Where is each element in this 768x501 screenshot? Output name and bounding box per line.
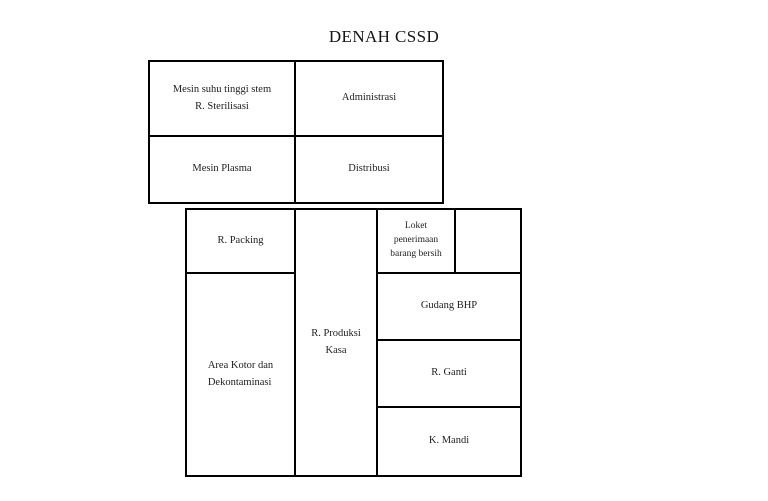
room-label-administrasi: Administrasi — [341, 92, 397, 104]
room-k-mandi: K. Mandi — [376, 406, 522, 477]
room-label-r-produksi-kasa: R. Produksi Kasa — [311, 328, 361, 356]
room-label-area-kotor: Area Kotor dan Dekontaminasi — [207, 360, 274, 388]
room-label-loket-penerimaan: Loket penerimaan barang bersih — [390, 221, 442, 259]
room-label-mesin-plasma: Mesin Plasma — [192, 163, 252, 175]
room-gudang-bhp: Gudang BHP — [376, 272, 522, 341]
room-label-r-ganti: R. Ganti — [431, 367, 467, 379]
room-administrasi: Administrasi — [294, 60, 444, 137]
room-distribusi: Distribusi — [294, 135, 444, 204]
room-label-distribusi: Distribusi — [348, 163, 390, 175]
room-label-sterilisasi: Mesin suhu tinggi stem R. Sterilisasi — [172, 84, 272, 112]
room-r-produksi-kasa: R. Produksi Kasa — [294, 208, 378, 477]
room-area-kotor: Area Kotor dan Dekontaminasi — [185, 272, 296, 477]
room-mesin-plasma: Mesin Plasma — [148, 135, 296, 204]
room-sterilisasi: Mesin suhu tinggi stem R. Sterilisasi — [148, 60, 296, 137]
room-label-gudang-bhp: Gudang BHP — [420, 300, 478, 312]
room-unlabeled-room — [454, 208, 522, 274]
room-loket-penerimaan: Loket penerimaan barang bersih — [376, 208, 456, 274]
room-label-r-packing: R. Packing — [217, 234, 264, 246]
room-label-k-mandi: K. Mandi — [428, 435, 470, 447]
room-r-ganti: R. Ganti — [376, 339, 522, 408]
plan-title: DENAH CSSD — [328, 27, 440, 46]
room-r-packing: R. Packing — [185, 208, 296, 274]
